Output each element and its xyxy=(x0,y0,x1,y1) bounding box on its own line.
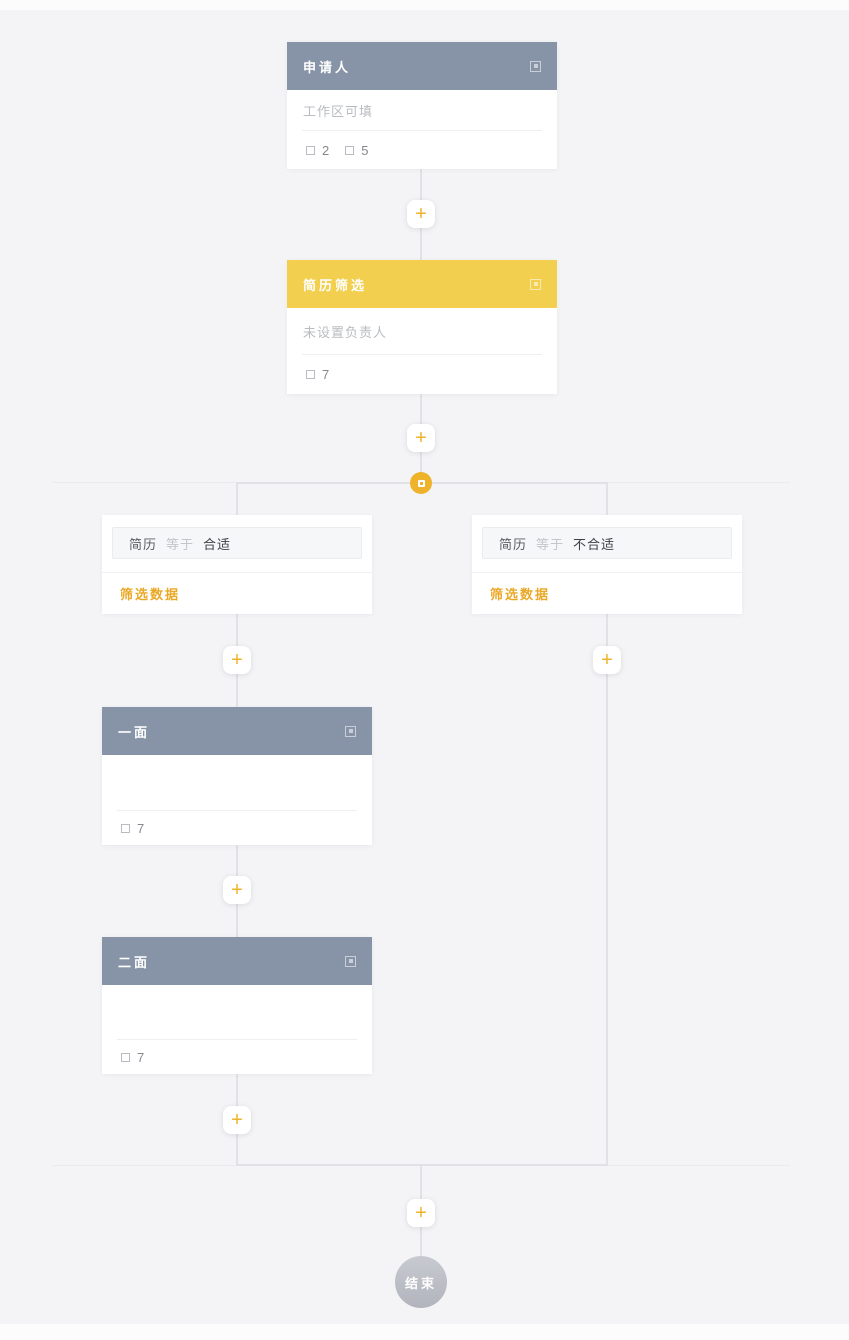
badge-count: 7 xyxy=(137,1049,145,1065)
node-title: 申请人 xyxy=(303,59,352,75)
node-footer: 7 xyxy=(102,1040,372,1074)
field-count-badge: 7 xyxy=(306,367,329,382)
canvas-top-edge xyxy=(0,0,849,10)
condition-field: 简历 xyxy=(129,536,158,552)
divider xyxy=(102,572,372,573)
condition-operator: 等于 xyxy=(536,536,565,552)
checkbox-icon xyxy=(306,370,315,379)
condition-input[interactable]: 简历 等于 合适 xyxy=(112,527,362,559)
filter-data-link[interactable]: 筛选数据 xyxy=(490,587,551,602)
checkbox-icon xyxy=(345,145,355,155)
divider xyxy=(302,354,542,355)
badge-count: 7 xyxy=(322,367,330,382)
divider xyxy=(117,1039,357,1040)
branch-square-icon xyxy=(417,479,425,487)
checkbox-icon xyxy=(121,823,130,833)
add-node-button[interactable]: + xyxy=(223,876,251,904)
node-footer: 7 xyxy=(102,811,372,845)
field-count-badge: 2 xyxy=(306,143,329,158)
node-square-icon[interactable] xyxy=(530,278,541,290)
add-node-button[interactable]: + xyxy=(407,200,435,228)
add-node-button[interactable]: + xyxy=(593,646,621,674)
condition-card-right[interactable]: 简历 等于 不合适 筛选数据 xyxy=(472,515,742,614)
end-node-label: 结束 xyxy=(404,1275,437,1291)
badge-count: 2 xyxy=(322,142,330,158)
plus-icon: + xyxy=(231,1109,243,1131)
divider xyxy=(302,130,542,131)
plus-icon: + xyxy=(415,1202,427,1224)
plus-icon: + xyxy=(601,649,613,671)
divider xyxy=(472,572,742,573)
node-square-icon[interactable] xyxy=(345,725,356,737)
node-footer: 7 xyxy=(287,355,557,394)
node-subtitle: 工作区可填 xyxy=(303,103,374,119)
node-subtitle xyxy=(102,985,372,1039)
add-node-button[interactable]: + xyxy=(407,424,435,452)
plus-icon: + xyxy=(231,649,243,671)
condition-operator: 等于 xyxy=(166,536,195,552)
field-count-badge: 7 xyxy=(121,1050,144,1065)
node-subtitle xyxy=(102,755,372,810)
condition-input[interactable]: 简历 等于 不合适 xyxy=(482,527,732,559)
add-node-button[interactable]: + xyxy=(223,646,251,674)
badge-count: 7 xyxy=(137,820,145,836)
divider xyxy=(117,810,357,811)
node-card-first-interview[interactable]: 一面 7 xyxy=(102,707,372,845)
canvas-bottom-edge xyxy=(0,1324,849,1340)
condition-card-left[interactable]: 简历 等于 合适 筛选数据 xyxy=(102,515,372,614)
node-subtitle: 未设置负责人 xyxy=(303,324,388,340)
node-square-icon[interactable] xyxy=(530,60,541,72)
node-title: 简历筛选 xyxy=(303,277,368,293)
condition-value: 不合适 xyxy=(573,536,616,552)
end-node: 结束 xyxy=(395,1256,447,1308)
branch-node[interactable] xyxy=(410,472,432,494)
checkbox-icon xyxy=(121,1052,130,1062)
condition-field: 简历 xyxy=(499,536,528,552)
checkbox-icon xyxy=(306,145,315,155)
node-header: 二面 xyxy=(102,937,372,985)
node-header: 申请人 xyxy=(287,42,557,90)
node-title: 一面 xyxy=(118,724,151,740)
node-header: 简历筛选 xyxy=(287,260,557,308)
node-card-resume-screening[interactable]: 简历筛选 未设置负责人 7 xyxy=(287,260,557,394)
plus-icon: + xyxy=(415,427,427,449)
condition-value: 合适 xyxy=(203,536,232,552)
field-count-badge: 7 xyxy=(121,821,144,836)
branch-right-line xyxy=(606,482,608,1166)
add-node-button[interactable]: + xyxy=(407,1199,435,1227)
field-count-badge: 5 xyxy=(345,143,368,158)
plus-icon: + xyxy=(231,879,243,901)
plus-icon: + xyxy=(415,203,427,225)
node-title: 二面 xyxy=(118,954,151,970)
badge-count: 5 xyxy=(361,142,369,158)
filter-data-link[interactable]: 筛选数据 xyxy=(120,587,181,602)
node-square-icon[interactable] xyxy=(345,955,356,967)
node-card-applicant[interactable]: 申请人 工作区可填 2 5 xyxy=(287,42,557,169)
add-node-button[interactable]: + xyxy=(223,1106,251,1134)
branch-bottom-connector xyxy=(236,1164,608,1166)
node-footer: 2 5 xyxy=(287,131,557,169)
node-card-second-interview[interactable]: 二面 7 xyxy=(102,937,372,1074)
node-header: 一面 xyxy=(102,707,372,755)
